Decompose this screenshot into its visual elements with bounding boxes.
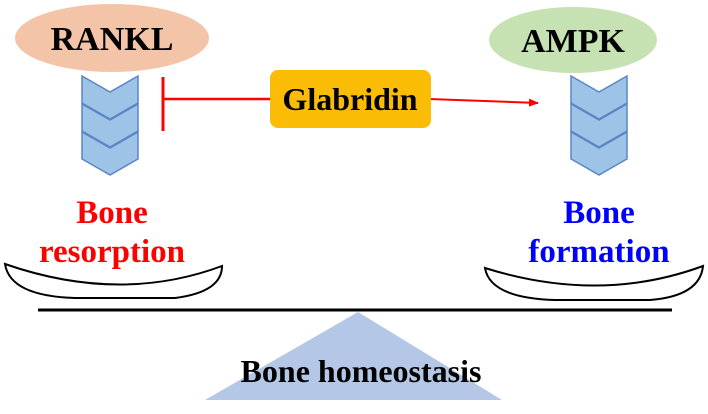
chevron: [81, 130, 139, 176]
bone-homeostasis-label: Bone homeostasis: [241, 353, 482, 389]
left-scale-pan: [3, 262, 224, 299]
chevron: [570, 102, 628, 148]
formation-line2: formation: [528, 234, 669, 270]
glabridin-label: Glabridin: [282, 81, 417, 117]
ampk-label: AMPK: [521, 23, 625, 60]
chevron: [570, 130, 628, 176]
ampk-node: AMPK: [489, 7, 657, 73]
glabridin-node: Glabridin: [270, 70, 431, 128]
rankl-ellipse: [15, 4, 209, 72]
chevron: [81, 74, 139, 120]
right-chevron-arrow: [570, 74, 628, 176]
glabridin-box: [270, 70, 431, 128]
resorption-line1: Bone: [76, 195, 148, 231]
formation-line1: Bone: [563, 195, 635, 231]
resorption-line2: resorption: [39, 234, 185, 270]
bone-formation-label: Bone formation: [528, 195, 669, 270]
rankl-node: RANKL: [15, 4, 209, 72]
rankl-label: RANKL: [51, 21, 174, 58]
activation-arrow: [428, 98, 539, 107]
chevron: [570, 74, 628, 120]
right-scale-pan: [483, 264, 705, 301]
chevron: [81, 102, 139, 148]
left-chevron-arrow: [81, 74, 139, 176]
bone-resorption-label: Bone resorption: [39, 195, 185, 270]
inhibition-connector: [161, 77, 272, 131]
ampk-ellipse: [489, 7, 657, 73]
fulcrum-triangle: [205, 312, 502, 400]
